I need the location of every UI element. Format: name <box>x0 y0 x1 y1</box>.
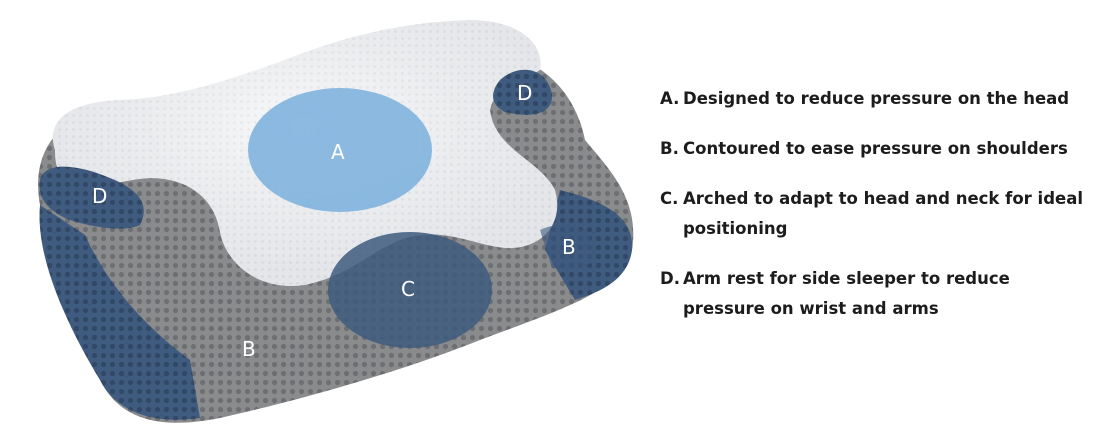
zone-c <box>328 232 492 348</box>
feature-item-b: B. Contoured to ease pressure on shoulde… <box>660 134 1090 164</box>
feature-list: A. Designed to reduce pressure on the he… <box>660 84 1090 344</box>
zone-c-label: C <box>401 277 415 301</box>
feature-text: Designed to reduce pressure on the head <box>683 89 1070 108</box>
feature-item-c: C. Arched to adapt to head and neck for … <box>660 184 1090 244</box>
feature-text: Contoured to ease pressure on shoulders <box>683 139 1068 158</box>
zone-d-right-label: D <box>517 81 532 105</box>
feature-text: Arched to adapt to head and neck for ide… <box>683 189 1083 238</box>
zone-d-left-label: D <box>92 184 107 208</box>
zone-b-left-label: B <box>242 337 256 361</box>
feature-letter: B. <box>660 139 679 158</box>
zone-d-left <box>39 166 144 229</box>
feature-item-a: A. Designed to reduce pressure on the he… <box>660 84 1090 114</box>
feature-letter: C. <box>660 189 679 208</box>
zone-a <box>248 88 432 212</box>
feature-letter: A. <box>660 89 680 108</box>
pillow-image: A B B C D D <box>38 20 634 423</box>
zone-b-right <box>540 225 596 270</box>
feature-text: Arm rest for side sleeper to reduce pres… <box>683 269 1010 318</box>
pillow-illustration: A B B C D D <box>38 20 634 423</box>
zone-b-right-label: B <box>562 235 576 259</box>
zone-d-right <box>493 69 553 115</box>
feature-item-d: D. Arm rest for side sleeper to reduce p… <box>660 264 1090 324</box>
zone-a-label: A <box>331 140 345 164</box>
feature-letter: D. <box>660 269 680 288</box>
pillow-side-left <box>39 205 200 420</box>
